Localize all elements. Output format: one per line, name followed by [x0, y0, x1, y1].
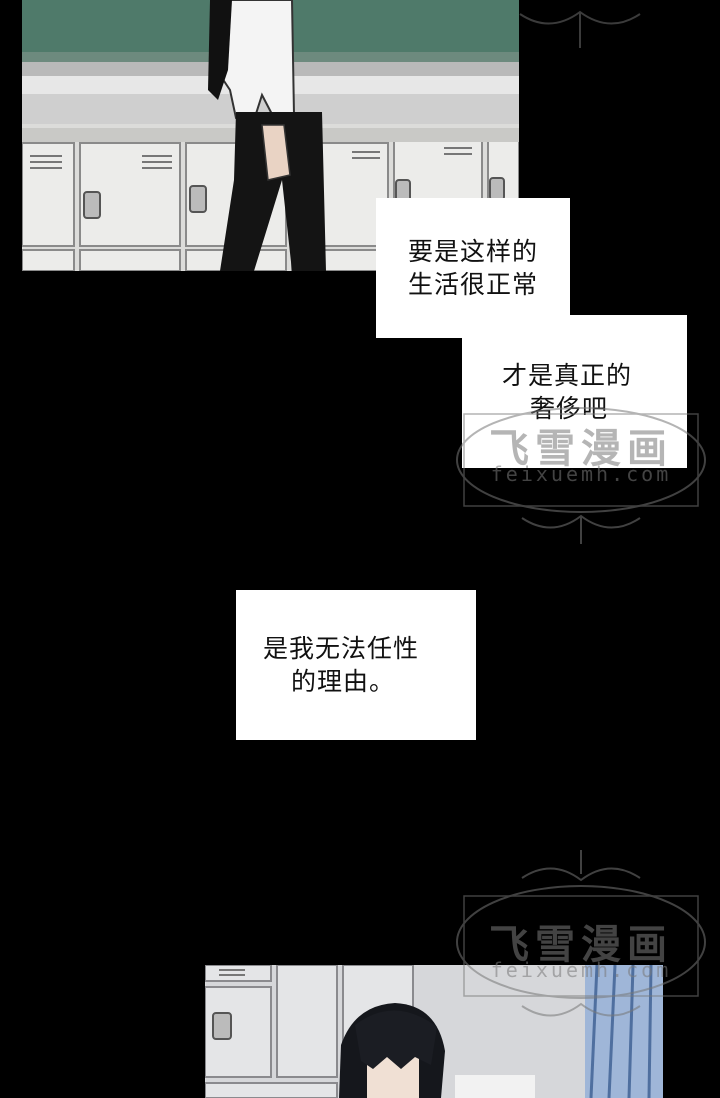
hallway-scene-illustration: [22, 0, 519, 271]
narration-box-2: 才是真正的 奢侈吧: [462, 315, 687, 468]
top-comic-panel: [22, 0, 519, 271]
narration-box-3-line-1: 是我无法任性: [263, 634, 420, 663]
narration-box-3-line-2: 的理由。: [291, 667, 396, 696]
classroom-scene-illustration: [205, 965, 663, 1098]
narration-box-1-line-2: 生活很正常: [407, 270, 538, 299]
narration-box-3: 是我无法任性 的理由。: [236, 590, 476, 740]
narration-box-1: 要是这样的 生活很正常: [376, 198, 570, 338]
narration-box-2-line-2: 奢侈吧: [530, 393, 609, 423]
narration-box-1-line-1: 要是这样的: [407, 237, 538, 266]
narration-box-2-line-1: 才是真正的: [502, 360, 633, 390]
ornament-top-icon: [519, 10, 641, 48]
watermark-2-title: 飞雪漫画: [489, 922, 673, 968]
bottom-comic-panel: [205, 965, 663, 1098]
